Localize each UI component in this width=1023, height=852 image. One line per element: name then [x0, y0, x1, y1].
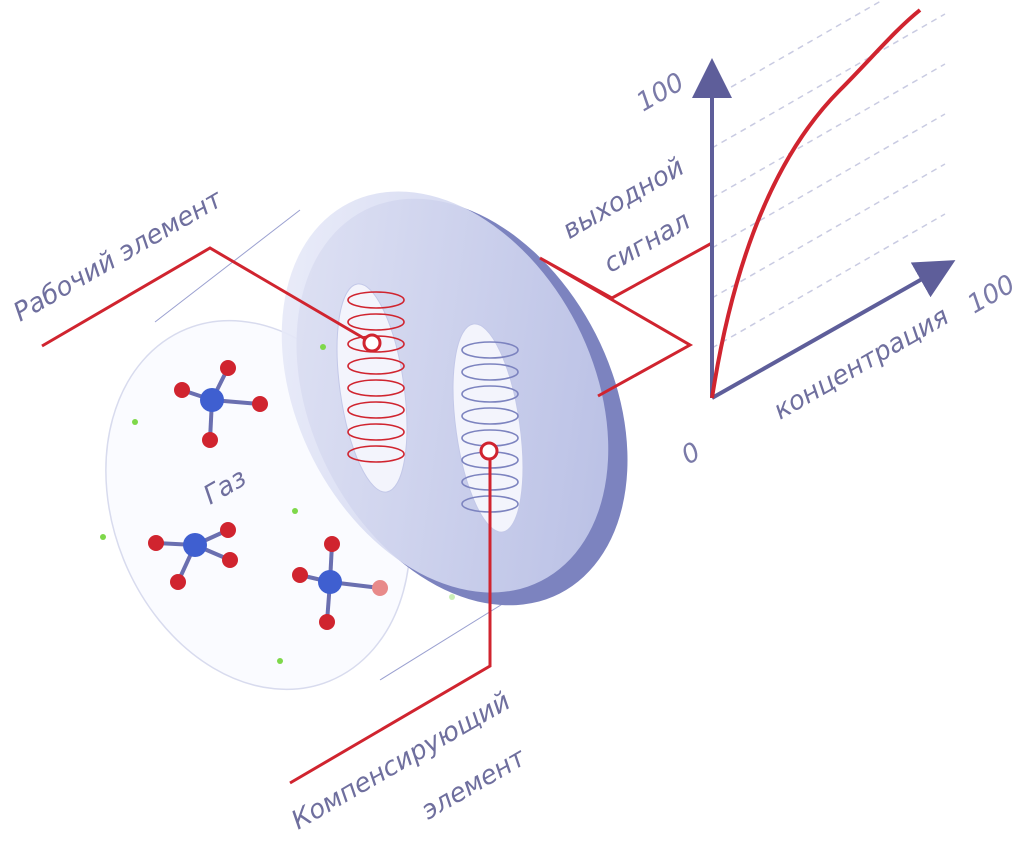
- signal-curve: [710, 8, 922, 399]
- output-graph: [692, 0, 956, 400]
- y-max-label: 100: [632, 67, 690, 118]
- gas-particles: [100, 344, 455, 664]
- molecule-icon: [292, 536, 388, 630]
- gridlines: [711, 0, 946, 349]
- x-axis: [711, 260, 956, 400]
- x-max-label: 100: [963, 269, 1021, 320]
- sensor-disc: [281, 191, 628, 606]
- working-element-marker: [362, 333, 382, 353]
- compensating-element-label: Компенсирующий: [287, 686, 516, 836]
- molecule-icon: [174, 360, 268, 448]
- leader-lines: [41, 241, 713, 785]
- compensating-element-marker: [479, 441, 499, 461]
- molecule-icon: [148, 522, 238, 590]
- gas-molecules: [100, 344, 455, 664]
- origin-label: 0: [677, 437, 706, 471]
- concentration-label: концентрация: [769, 302, 955, 427]
- working-coil-icon: [347, 291, 405, 463]
